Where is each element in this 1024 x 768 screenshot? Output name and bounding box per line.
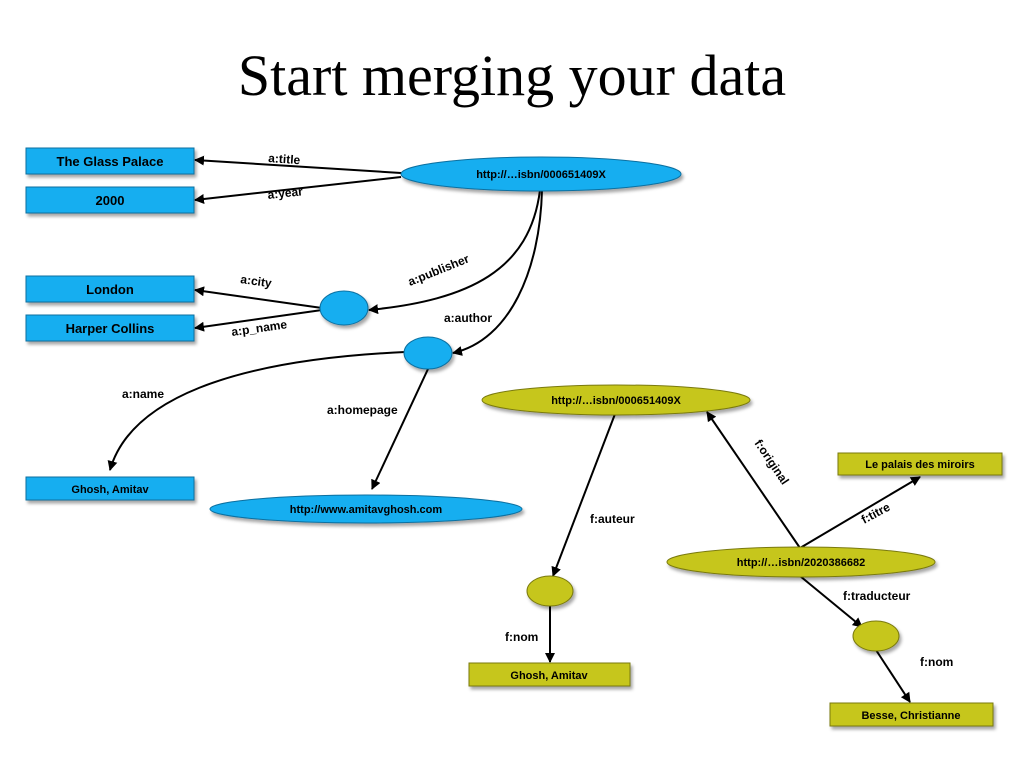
node-publisher-blank (319, 290, 369, 326)
page-title: Start merging your data (237, 43, 787, 108)
label-a-title: a:title (268, 151, 301, 167)
node-translation-uri (666, 546, 936, 578)
box-city-value-label: London (86, 282, 134, 297)
edge-a-p-name (194, 309, 323, 332)
label-f-nom-traducteur: f:nom (920, 655, 953, 669)
label-a-city: a:city (240, 272, 273, 290)
edge-a-author (452, 189, 543, 356)
box-year-value (25, 186, 195, 214)
box-auteur-nom-value-label: Ghosh, Amitav (510, 670, 588, 682)
label-a-homepage: a:homepage (327, 403, 398, 417)
box-title-value (25, 147, 195, 175)
edge-a-city (194, 286, 323, 309)
edge-a-year (194, 176, 402, 204)
node-original-uri-label: http://…isbn/000651409X (551, 395, 681, 407)
node-translation-uri-label: http://…isbn/2020386682 (737, 557, 865, 569)
box-author-name-value-label: Ghosh, Amitav (71, 484, 149, 496)
label-a-name: a:name (122, 387, 164, 401)
box-titre-value (837, 452, 1003, 476)
edge-f-nom-traducteur (875, 649, 911, 703)
label-f-nom-auteur: f:nom (505, 630, 538, 644)
label-f-original: f:original (752, 437, 792, 487)
node-original-uri (481, 384, 751, 416)
node-book-uri-label: http://…isbn/000651409X (476, 169, 606, 181)
node-homepage (209, 494, 523, 524)
edge-a-name (107, 351, 406, 471)
label-f-auteur: f:auteur (590, 512, 635, 526)
label-a-p-name: a:p_name (230, 317, 288, 339)
node-auteur-blank (526, 575, 574, 607)
edge-a-homepage (371, 368, 429, 490)
edge-f-original (706, 411, 801, 549)
box-traducteur-nom-value-label: Besse, Christianne (861, 710, 960, 722)
box-city-value (25, 275, 195, 303)
box-title-value-label: The Glass Palace (57, 154, 164, 169)
node-author-blank (403, 336, 453, 370)
node-homepage-label: http://www.amitavghosh.com (290, 504, 443, 516)
label-a-publisher: a:publisher (406, 251, 472, 288)
edge-f-titre (799, 476, 921, 549)
box-traducteur-nom-value (829, 702, 994, 727)
label-a-year: a:year (267, 184, 304, 202)
edge-f-traducteur (799, 575, 863, 628)
box-publisher-name-value (25, 314, 195, 342)
label-f-traducteur: f:traducteur (843, 589, 911, 603)
node-book-uri (400, 156, 682, 192)
node-traducteur-blank (852, 620, 900, 652)
edge-a-title (194, 155, 402, 174)
box-titre-value-label: Le palais des miroirs (865, 459, 974, 471)
edge-a-publisher (368, 189, 541, 315)
box-auteur-nom-value (468, 662, 631, 687)
edge-f-auteur (551, 413, 616, 577)
box-year-value-label: 2000 (96, 193, 125, 208)
box-publisher-name-value-label: Harper Collins (66, 321, 155, 336)
box-author-name-value (25, 476, 195, 501)
label-a-author: a:author (444, 311, 492, 325)
